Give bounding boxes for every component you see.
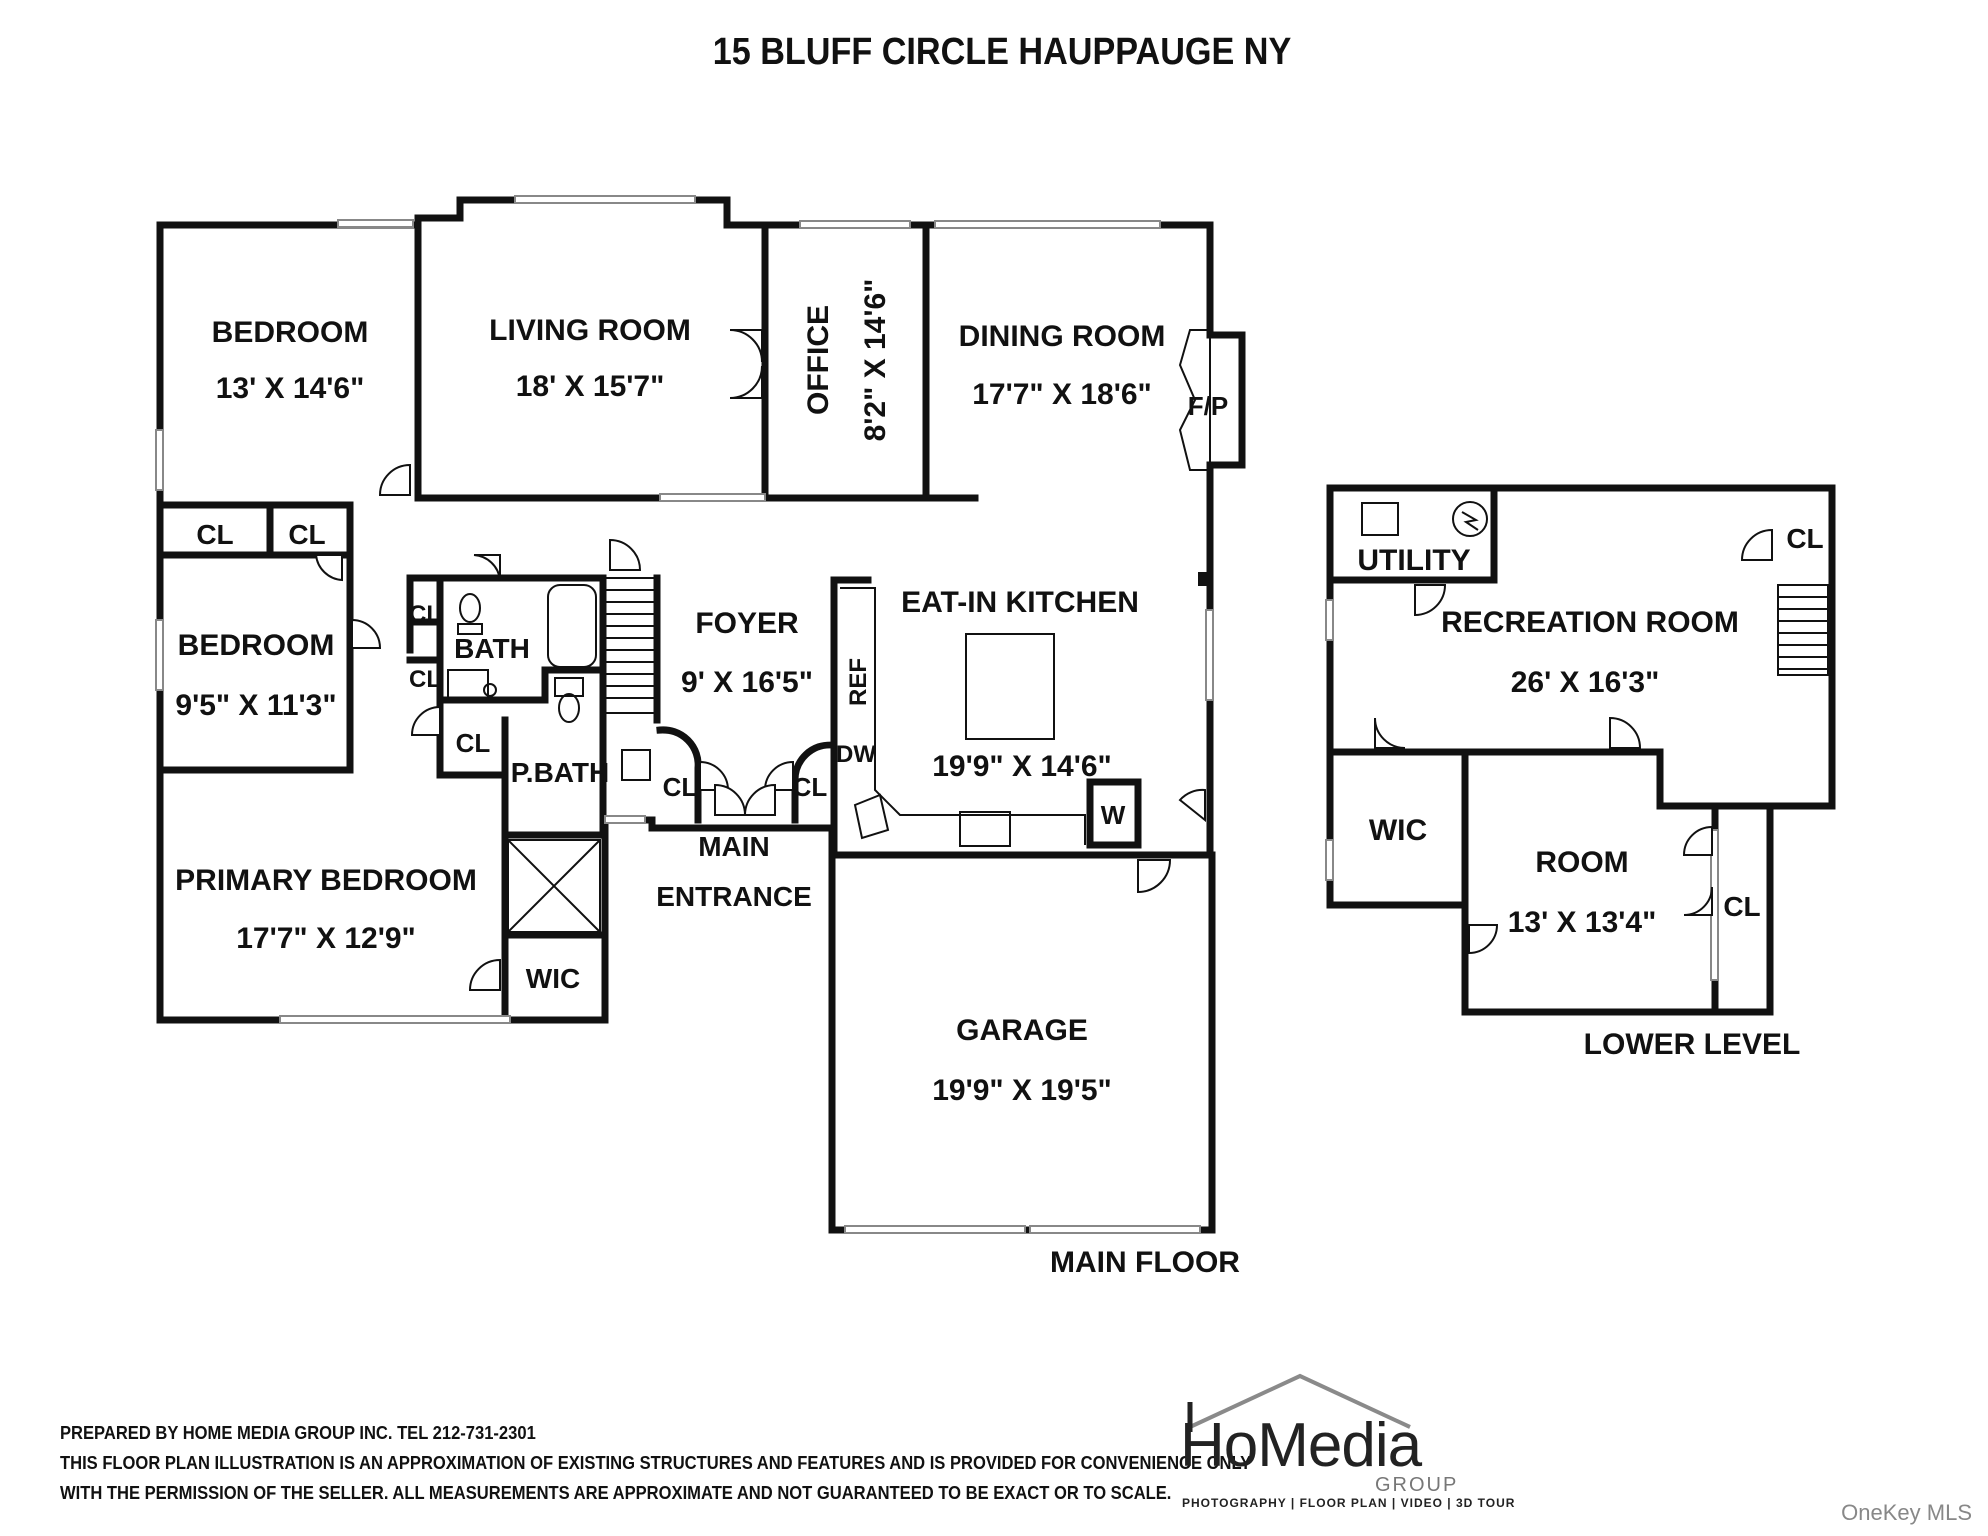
lower-level-labels: UTILITY CL RECREATION ROOM 26' X 16'3" W… bbox=[1357, 523, 1823, 1061]
room-office-name: OFFICE bbox=[802, 305, 835, 415]
lower-level-label: LOWER LEVEL bbox=[1584, 1028, 1801, 1061]
house-roof-icon bbox=[1187, 1373, 1411, 1432]
closet-label-4: CL bbox=[409, 666, 441, 693]
bath-label: BATH bbox=[454, 633, 530, 664]
pbath-label: P.BATH bbox=[511, 757, 610, 788]
footer-line-1: PREPARED BY HOME MEDIA GROUP INC. TEL 21… bbox=[60, 1423, 536, 1443]
utility-label: UTILITY bbox=[1357, 544, 1470, 577]
room-recreation-name: RECREATION ROOM bbox=[1441, 606, 1739, 639]
main-floor-windows bbox=[155, 195, 1214, 1234]
room-office-size: 8'2" X 14'6" bbox=[859, 279, 892, 442]
rec-closet-label: CL bbox=[1786, 523, 1823, 554]
closet-label-1: CL bbox=[196, 519, 233, 550]
room-room-size: 13' X 13'4" bbox=[1508, 906, 1657, 939]
room-bedroom-2-size: 9'5" X 11'3" bbox=[175, 689, 336, 722]
room-primary-name: PRIMARY BEDROOM bbox=[175, 864, 477, 897]
room-dining-name: DINING ROOM bbox=[959, 320, 1166, 353]
main-floor-doors bbox=[314, 329, 1206, 991]
room-living-size: 18' X 15'7" bbox=[516, 370, 665, 403]
main-floor-fixtures bbox=[447, 329, 1211, 847]
room-kitchen-name: EAT-IN KITCHEN bbox=[901, 586, 1139, 619]
lower-wic-label: WIC bbox=[1369, 814, 1427, 847]
lower-level-walls bbox=[1326, 484, 1836, 1016]
logo-wordmark: HoMedia bbox=[1180, 1411, 1422, 1480]
room-foyer-name: FOYER bbox=[695, 607, 799, 640]
closet-label-2: CL bbox=[288, 519, 325, 550]
room-room-name: ROOM bbox=[1535, 846, 1628, 879]
refrigerator-label: REF bbox=[845, 658, 872, 706]
room-foyer-size: 9' X 16'5" bbox=[681, 666, 813, 699]
main-entrance-label-2: ENTRANCE bbox=[656, 881, 812, 912]
plan-title: 15 BLUFF CIRCLE HAUPPAUGE NY bbox=[713, 29, 1292, 72]
closet-label-3: CL bbox=[409, 601, 441, 628]
closet-label-5: CL bbox=[456, 728, 491, 758]
room-bedroom-1-name: BEDROOM bbox=[212, 316, 369, 349]
closet-label-7: CL bbox=[793, 772, 828, 802]
main-stairs bbox=[605, 589, 657, 699]
washer-label: W bbox=[1101, 800, 1126, 830]
fireplace-label: F/P bbox=[1188, 391, 1228, 421]
logo-tagline: PHOTOGRAPHY | FLOOR PLAN | VIDEO | 3D TO… bbox=[1182, 1496, 1516, 1510]
disclaimer-footer: PREPARED BY HOME MEDIA GROUP INC. TEL 21… bbox=[60, 1418, 1252, 1508]
main-floor-label: MAIN FLOOR bbox=[1050, 1246, 1240, 1279]
logo-group-text: GROUP bbox=[1375, 1474, 1459, 1496]
room-kitchen-size: 19'9" X 14'6" bbox=[932, 750, 1112, 783]
room-bedroom-1-size: 13' X 14'6" bbox=[216, 372, 365, 405]
room-primary-size: 17'7" X 12'9" bbox=[236, 922, 416, 955]
room-recreation-size: 26' X 16'3" bbox=[1511, 666, 1660, 699]
footer-line-2: THIS FLOOR PLAN ILLUSTRATION IS AN APPRO… bbox=[60, 1453, 1252, 1473]
homedia-logo: HoMedia GROUP PHOTOGRAPHY | FLOOR PLAN |… bbox=[1170, 1372, 1514, 1512]
mls-watermark: OneKey MLS bbox=[1841, 1500, 1972, 1525]
room-closet-label: CL bbox=[1723, 891, 1760, 922]
room-garage-name: GARAGE bbox=[956, 1014, 1088, 1047]
room-living-name: LIVING ROOM bbox=[489, 314, 691, 347]
closet-label-6: CL bbox=[663, 772, 698, 802]
dishwasher-label: DW bbox=[836, 741, 876, 768]
primary-wic-label: WIC bbox=[526, 963, 580, 994]
lower-level-doors-windows bbox=[1325, 528, 1773, 981]
room-bedroom-2-name: BEDROOM bbox=[178, 629, 335, 662]
main-entrance-label-1: MAIN bbox=[698, 831, 770, 862]
room-garage-size: 19'9" X 19'5" bbox=[932, 1074, 1112, 1107]
footer-line-3: WITH THE PERMISSION OF THE SELLER. ALL M… bbox=[60, 1483, 1172, 1503]
room-dining-size: 17'7" X 18'6" bbox=[972, 378, 1152, 411]
main-floor-labels: BEDROOM 13' X 14'6" LIVING ROOM 18' X 15… bbox=[175, 279, 1240, 1279]
